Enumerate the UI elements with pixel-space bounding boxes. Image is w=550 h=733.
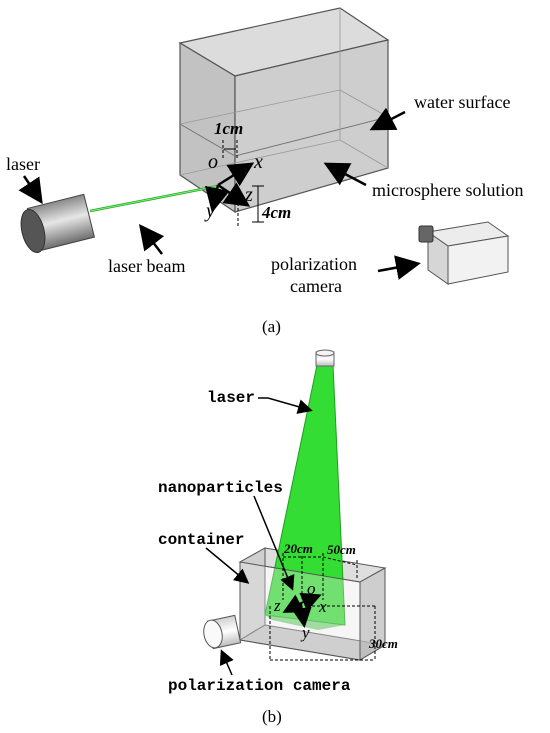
dim-50cm: 50cm xyxy=(327,542,356,557)
panel-a: o x y z 1cm 4cm xyxy=(6,7,523,336)
label-nanoparticles: nanoparticles xyxy=(158,479,283,497)
label-microsphere-solution: microsphere solution xyxy=(372,180,523,200)
dim-20cm: 20cm xyxy=(283,541,313,556)
label-laser-a: laser xyxy=(6,154,40,174)
label-water-surface: water surface xyxy=(414,92,510,112)
dim-30cm: 30cm xyxy=(368,636,398,651)
axis-y-a: y xyxy=(204,200,215,222)
label-container: container xyxy=(158,531,244,549)
axis-y-b: y xyxy=(300,623,310,642)
coordinate-axes-a: o x y z xyxy=(204,151,263,222)
label-arrows-a xyxy=(18,107,421,280)
label-laser-beam: laser beam xyxy=(108,256,185,276)
caption-a: (a) xyxy=(262,317,281,336)
axis-x-a: x xyxy=(253,151,263,173)
polarization-camera-device-b xyxy=(203,614,242,650)
dimensions-b xyxy=(269,553,376,661)
label-polarization-camera-b: polarization camera xyxy=(168,677,351,695)
dim-4cm: 4cm xyxy=(261,203,291,222)
dimensions-a xyxy=(222,140,264,226)
label-polarization-a: polarization xyxy=(271,254,357,274)
label-lines-b xyxy=(205,397,313,676)
axis-origin-b: o xyxy=(307,579,316,598)
laser-device xyxy=(20,193,96,254)
polarization-camera-device-a xyxy=(418,221,510,285)
axis-z-a: z xyxy=(244,184,253,206)
caption-b: (b) xyxy=(262,707,282,726)
panel-b: o x y z 20cm 50cm 30cm xyxy=(158,349,398,726)
label-laser-b: laser xyxy=(207,389,255,407)
axis-z-b: z xyxy=(273,596,281,615)
label-camera-a: camera xyxy=(290,276,342,296)
dim-1cm: 1cm xyxy=(214,119,243,138)
laser-beam-line xyxy=(89,184,219,213)
axis-origin-a: o xyxy=(208,151,218,173)
